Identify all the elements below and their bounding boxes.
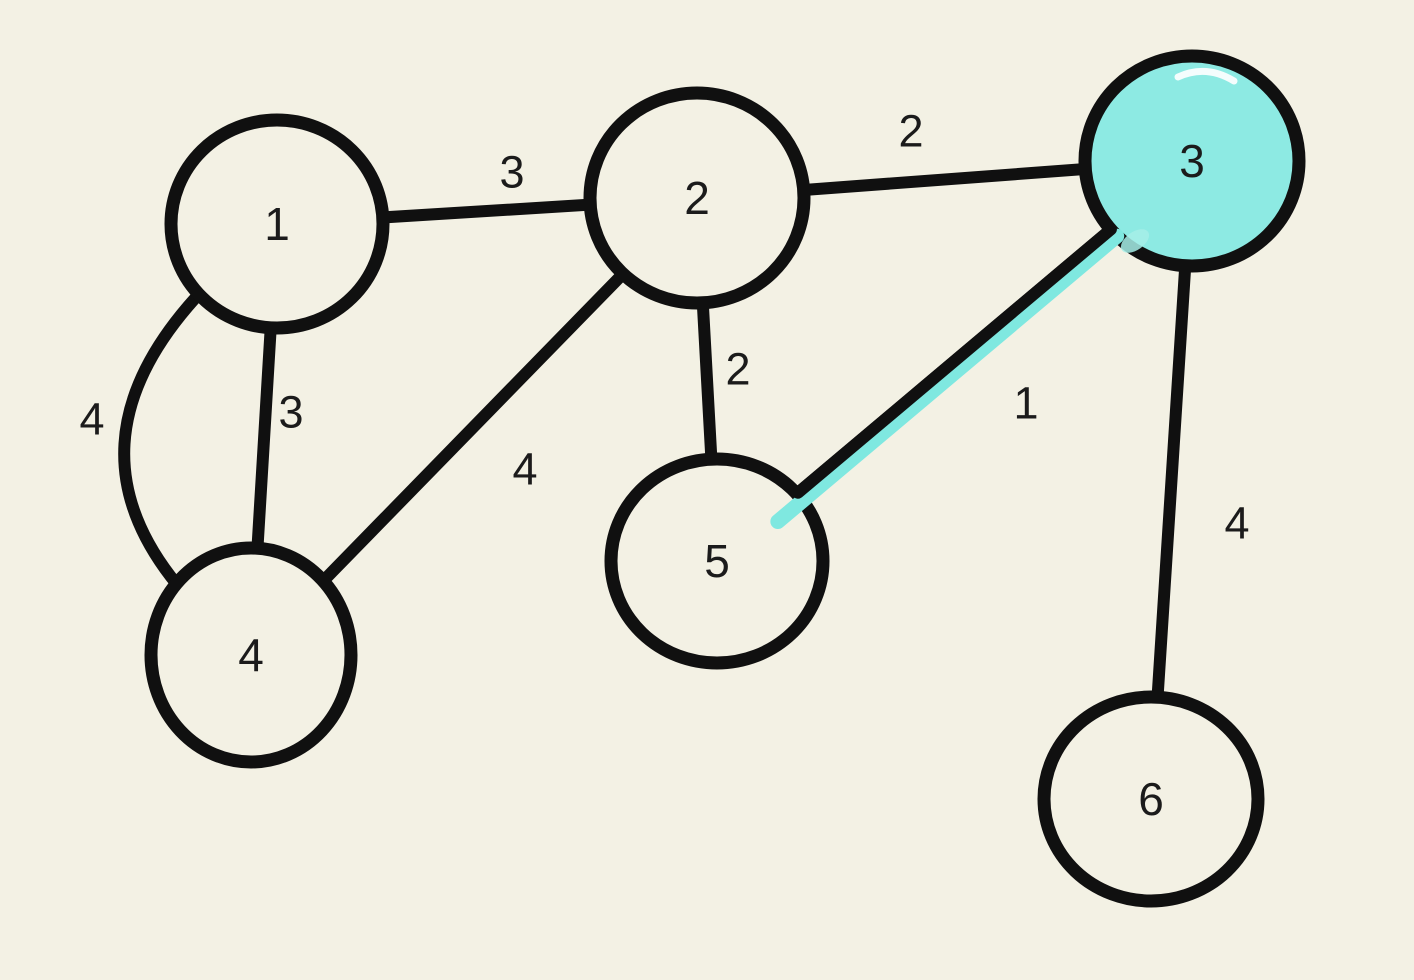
node-6-circle[interactable]	[1037, 690, 1265, 908]
edge-2-4-weight: 4	[512, 444, 537, 495]
edge-3-6-weight: 4	[1224, 498, 1249, 549]
edge-5-3-weight: 1	[1013, 378, 1038, 429]
node-4-label: 4	[238, 629, 264, 681]
highlight-overlay-layer	[770, 223, 1125, 530]
edge-labels-layer: 3 2 3 4 4 2 1 4	[79, 106, 1249, 549]
edge-1-4-weight: 3	[278, 387, 303, 438]
gloss-highlight-icon	[1174, 67, 1238, 85]
node-1-circle[interactable]	[164, 113, 390, 335]
nodes-layer: 1 2 3 4 5 6	[144, 49, 1306, 908]
node-6[interactable]: 6	[1037, 690, 1265, 908]
node-2[interactable]: 2	[583, 86, 811, 310]
edge-5-3-highlight	[770, 228, 1125, 530]
node-1[interactable]: 1	[164, 113, 390, 335]
node-2-label: 2	[684, 172, 710, 224]
node-6-label: 6	[1138, 773, 1164, 825]
edge-5-3-top[interactable]	[792, 223, 1117, 499]
node-4-circle[interactable]	[144, 541, 358, 769]
node-1-label: 1	[264, 198, 290, 250]
node-3-circle[interactable]	[1078, 49, 1306, 273]
node-4[interactable]: 4	[144, 541, 358, 769]
node-3[interactable]: 3	[1078, 49, 1306, 273]
edge-2-3-weight: 2	[898, 106, 923, 157]
node-3-label: 3	[1179, 135, 1205, 187]
fill-blob	[1120, 229, 1150, 253]
edge-1-4-weight: 4	[79, 394, 104, 445]
node-5[interactable]: 5	[604, 452, 830, 670]
node-2-circle[interactable]	[583, 86, 811, 310]
node-5-label: 5	[704, 535, 730, 587]
edge-1-2-weight: 3	[499, 147, 524, 198]
node-5-circle[interactable]	[604, 452, 830, 670]
edge-2-5-weight: 2	[725, 344, 750, 395]
